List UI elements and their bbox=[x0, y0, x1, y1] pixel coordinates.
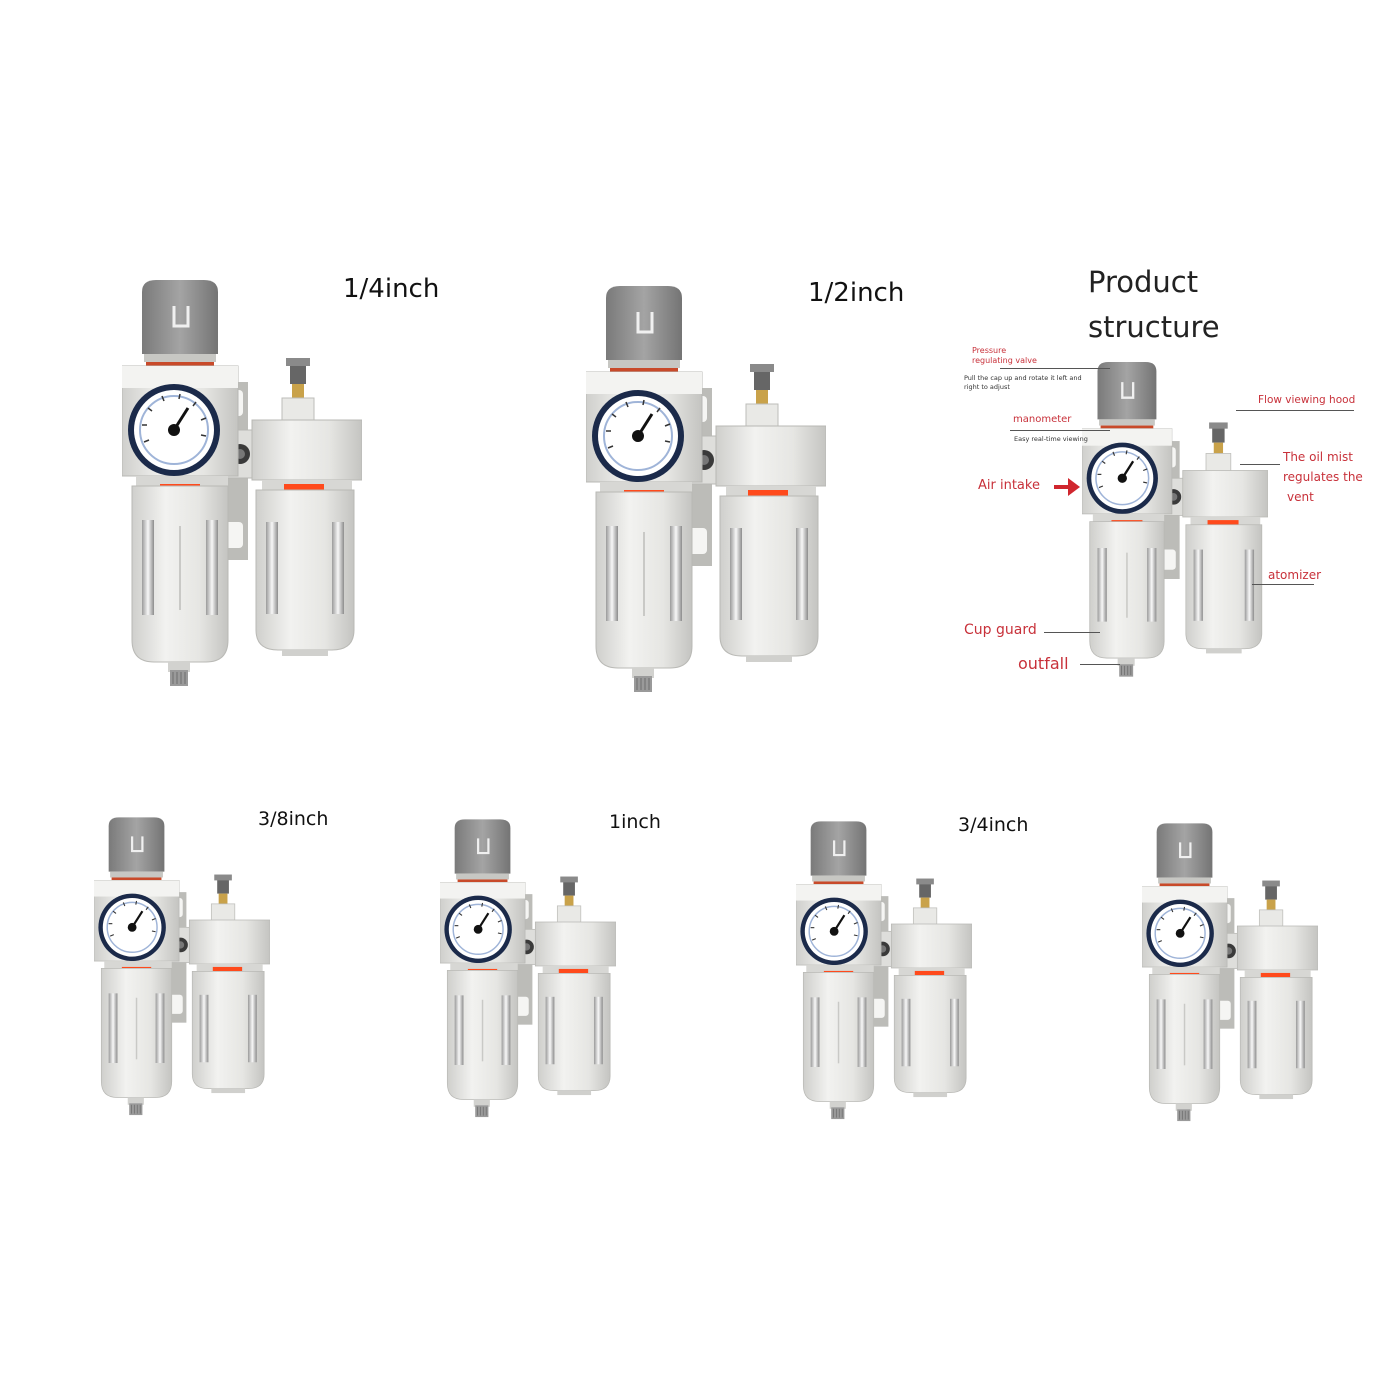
size-label-1-4-inch: 1/4inch bbox=[343, 274, 440, 304]
callout-pressure-valve-note: Pull the cap up and rotate it left and r… bbox=[964, 374, 1082, 391]
filter-regulator-lubricator-icon bbox=[586, 276, 826, 696]
callout-oil-mist-line3: vent bbox=[1287, 490, 1314, 504]
product-image-1-inch bbox=[440, 812, 616, 1120]
structure-title: Product structure bbox=[1088, 260, 1220, 350]
leader-cup-guard bbox=[1044, 632, 1100, 633]
callout-manometer-note: Easy real-time viewing bbox=[1014, 435, 1088, 443]
callout-atomizer: atomizer bbox=[1268, 568, 1322, 582]
leader-flow-hood bbox=[1236, 410, 1354, 411]
filter-regulator-lubricator-icon bbox=[122, 270, 362, 690]
structure-title-line2: structure bbox=[1088, 310, 1220, 344]
leader-oil-mist bbox=[1240, 464, 1280, 465]
size-label-1-2-inch: 1/2inch bbox=[808, 278, 905, 308]
leader-atomizer bbox=[1252, 584, 1314, 585]
callout-flow-hood: Flow viewing hood bbox=[1258, 394, 1356, 406]
filter-regulator-lubricator-icon bbox=[440, 812, 616, 1120]
product-image-3-4-inch bbox=[796, 814, 972, 1122]
product-image-extra bbox=[1142, 816, 1318, 1124]
callout-oil-mist-line2: regulates the bbox=[1283, 470, 1363, 484]
product-image-1-2-inch bbox=[586, 276, 826, 696]
filter-regulator-lubricator-icon bbox=[796, 814, 972, 1122]
callout-pressure-valve: Pressure regulating valve bbox=[972, 346, 1037, 365]
size-label-3-8-inch: 3/8inch bbox=[258, 808, 329, 830]
product-image-3-8-inch bbox=[94, 810, 270, 1118]
product-image-1-4-inch bbox=[122, 270, 362, 690]
leader-outfall bbox=[1080, 664, 1120, 665]
leader-pressure-valve bbox=[1000, 368, 1110, 369]
callout-cup-guard: Cup guard bbox=[964, 622, 1037, 638]
callout-manometer: manometer bbox=[1013, 414, 1072, 425]
callout-air-intake: Air intake bbox=[978, 478, 1040, 493]
arrow-right-icon bbox=[1054, 478, 1080, 496]
callout-oil-mist: The oil mist regulates the vent bbox=[1283, 447, 1363, 507]
filter-regulator-lubricator-icon bbox=[94, 810, 270, 1118]
structure-diagram-image bbox=[1082, 354, 1268, 680]
structure-title-line1: Product bbox=[1088, 265, 1199, 299]
leader-manometer bbox=[1010, 430, 1110, 431]
size-label-3-4-inch: 3/4inch bbox=[958, 814, 1029, 836]
callout-outfall: outfall bbox=[1018, 654, 1069, 673]
callout-oil-mist-line1: The oil mist bbox=[1283, 450, 1353, 464]
filter-regulator-lubricator-icon bbox=[1142, 816, 1318, 1124]
filter-regulator-lubricator-icon bbox=[1082, 354, 1268, 680]
size-label-1-inch: 1inch bbox=[609, 811, 661, 833]
